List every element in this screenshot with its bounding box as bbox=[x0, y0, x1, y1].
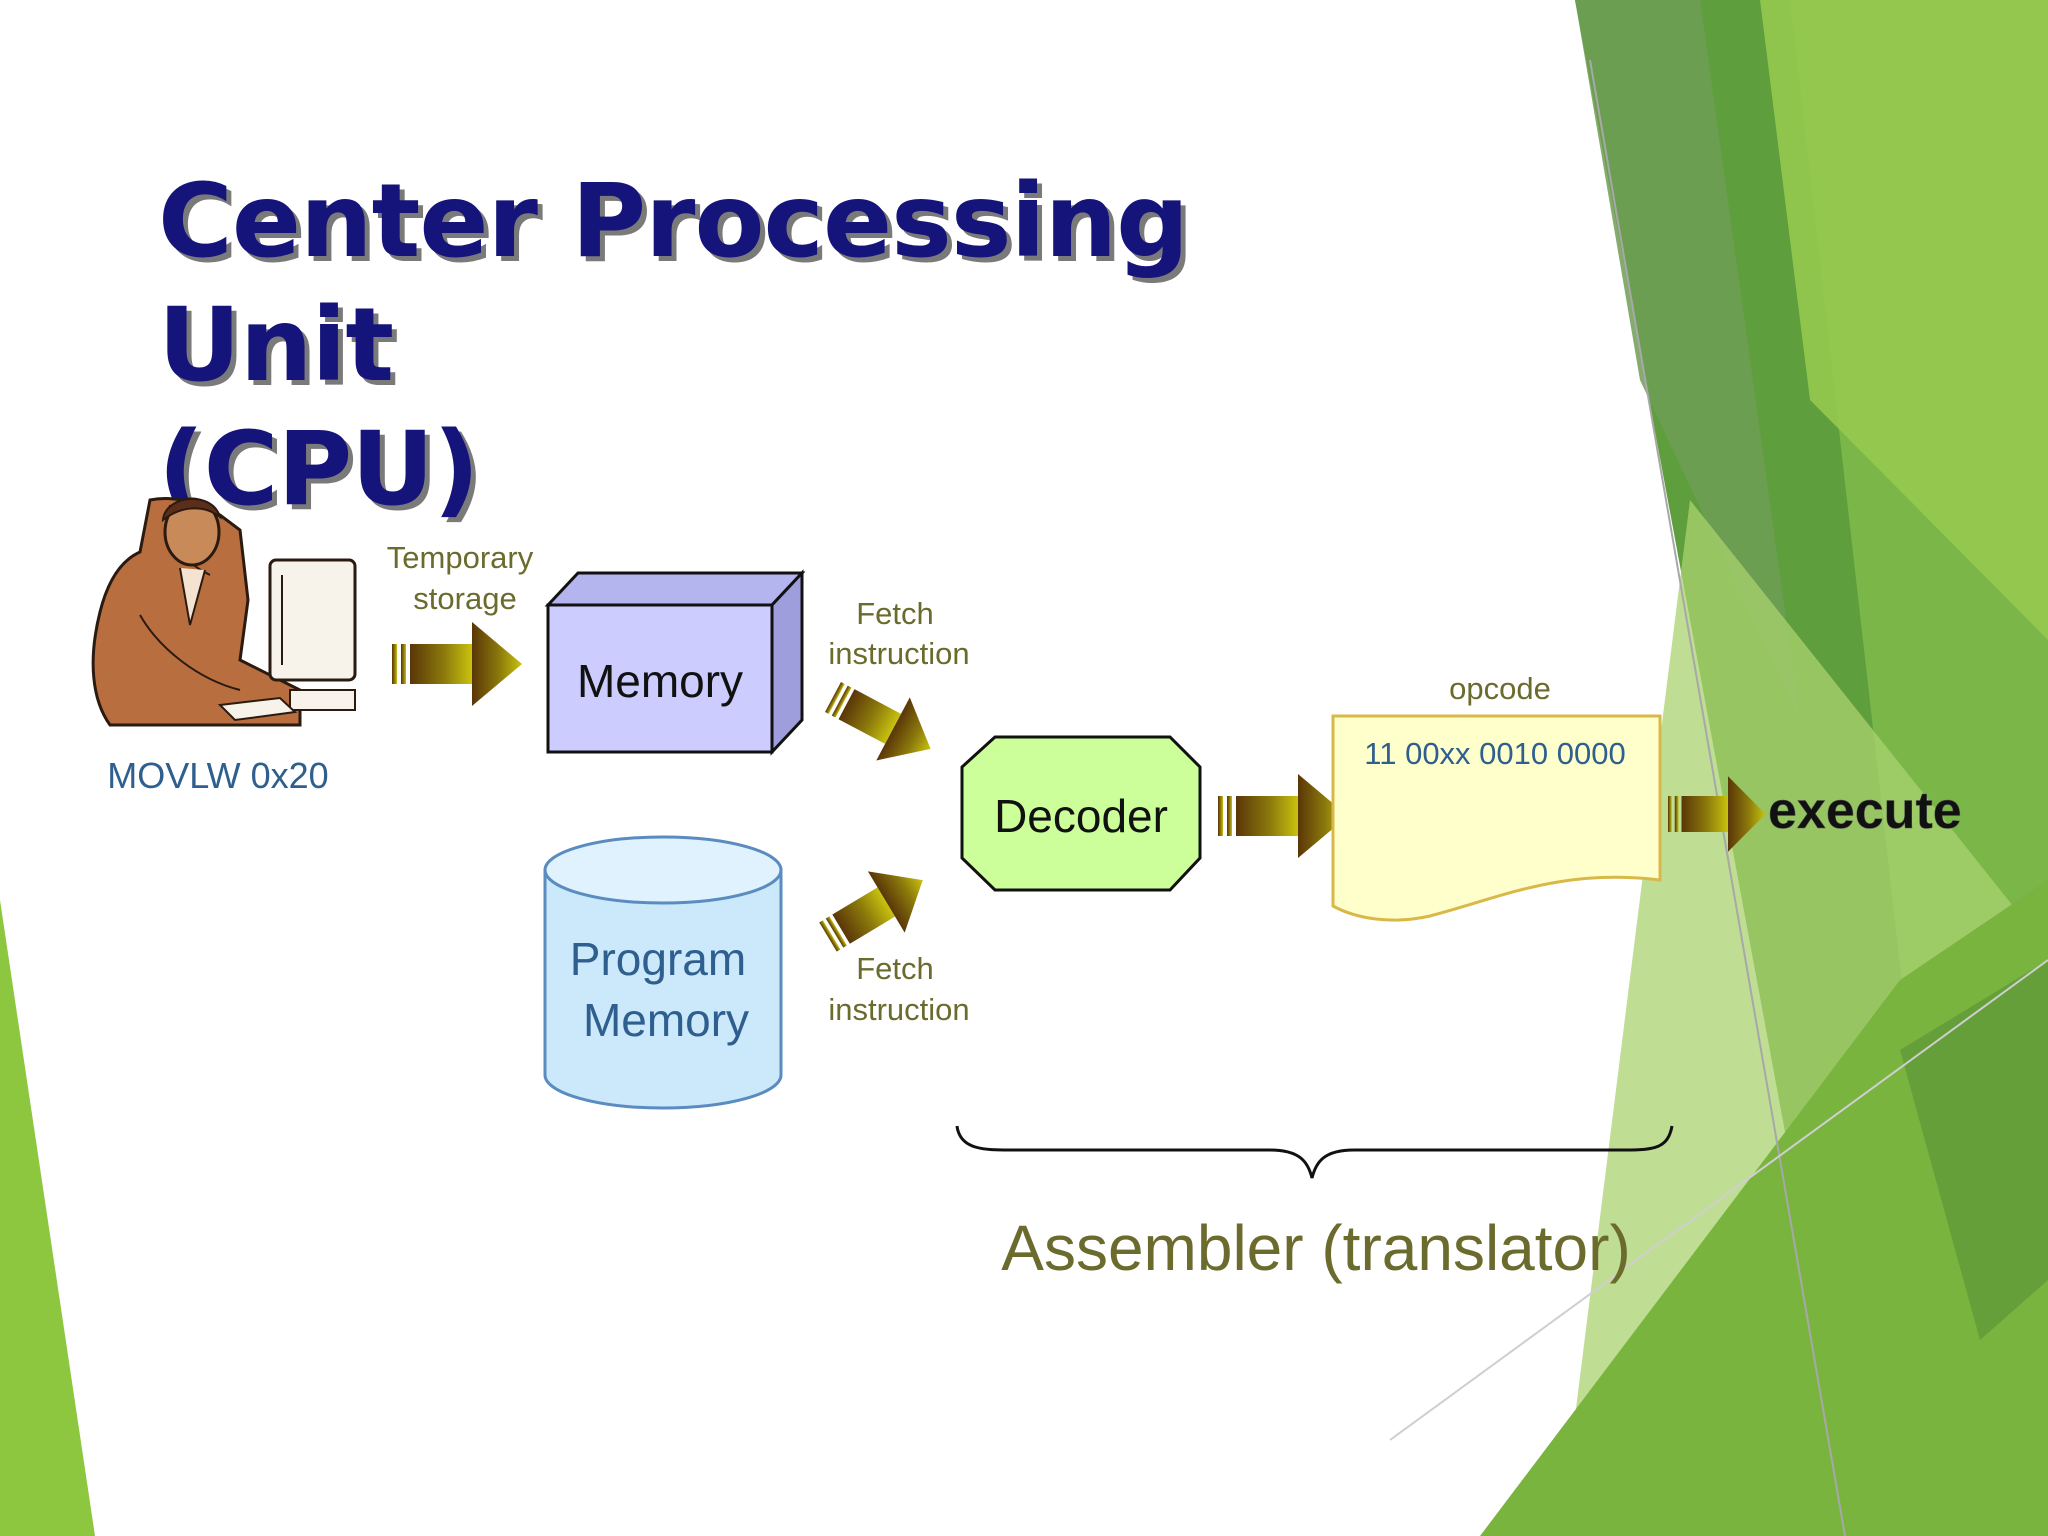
fetch-bottom-label-line2: instruction bbox=[828, 992, 969, 1027]
arrow-to-memory bbox=[392, 622, 522, 706]
fetch-top-label-line1: Fetch bbox=[856, 596, 934, 631]
memory-label: Memory bbox=[577, 655, 743, 707]
user-instruction-label: MOVLW 0x20 bbox=[107, 755, 328, 796]
assembler-brace bbox=[955, 1125, 1674, 1179]
opcode-label: opcode bbox=[1449, 671, 1551, 706]
decoder-label: Decoder bbox=[994, 790, 1168, 842]
person-at-computer-icon bbox=[91, 497, 357, 727]
decoder-box bbox=[960, 735, 1202, 892]
assembler-label: Assembler (translator) bbox=[1001, 1212, 1631, 1284]
memory-box bbox=[544, 569, 806, 756]
opcode-value: 11 00xx 0010 0000 bbox=[1364, 736, 1625, 771]
slide-title: Center Processing Unit (CPU) bbox=[158, 160, 1358, 532]
fetch-top-label-line2: instruction bbox=[828, 636, 969, 671]
execute-label: execute bbox=[1768, 782, 1962, 840]
title-line-1: Center Processing Unit bbox=[158, 162, 1189, 405]
program-memory-cylinder bbox=[543, 835, 783, 1110]
temporary-storage-label-line1: Temporary bbox=[387, 540, 534, 575]
arrow-memory-to-decoder bbox=[816, 665, 948, 781]
temporary-storage-label-line2: storage bbox=[413, 581, 516, 616]
opcode-document bbox=[1331, 714, 1662, 922]
arrow-program-memory-to-decoder bbox=[809, 849, 942, 968]
fetch-bottom-label-line1: Fetch bbox=[856, 951, 934, 986]
arrow-opcode-to-execute bbox=[1668, 776, 1766, 852]
arrow-decoder-to-opcode bbox=[1218, 774, 1348, 858]
program-memory-label-line2: Memory bbox=[583, 994, 749, 1046]
program-memory-label-line1: Program bbox=[570, 933, 746, 985]
